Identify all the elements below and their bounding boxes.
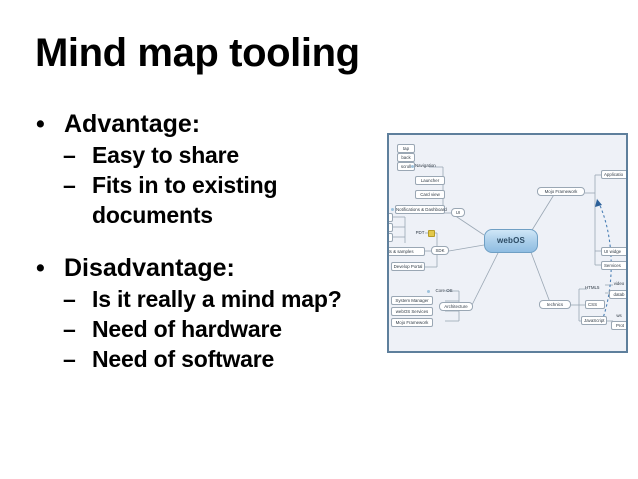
sub-bullet-label: Easy to share: [92, 142, 239, 168]
mindmap-node-sdk: SDK: [431, 246, 449, 255]
mindmap-node-prototype: Prot: [611, 321, 626, 330]
mindmap-canvas: webOS Mojo Framework UI SDK Architecture…: [389, 135, 626, 351]
sub-bullet-label: Fits in to existing documents: [92, 172, 278, 228]
bullet-dot-icon: [427, 290, 430, 293]
mindmap-node-launcher: Launcher: [415, 176, 445, 185]
mindmap-node-database: datab: [609, 290, 626, 299]
sub-bullet-is-it-really-a-mind-map: – Is it really a mind map?: [35, 284, 385, 314]
mindmap-node-html5: HTML5: [585, 285, 600, 290]
mindmap-node-architecture: Architecture: [439, 302, 473, 311]
note-badge-icon: [428, 230, 435, 237]
mindmap-node-system-manager: System Manager: [391, 296, 433, 305]
mindmap-node-notifications-dashboard: Notifications & Dashboard: [395, 205, 447, 214]
bullet-marker-icon: •: [36, 110, 45, 138]
dashed-link-arrow: [595, 198, 612, 322]
page-title: Mind map tooling: [35, 31, 360, 75]
mindmap-node-technics: technics: [539, 300, 571, 309]
mindmap-node-card-view: Card view: [415, 190, 445, 199]
mindmap-node-webos-services: webOS Services: [391, 307, 433, 316]
sub-bullet-label: Need of software: [92, 346, 275, 372]
dash-marker-icon: –: [63, 316, 76, 342]
mindmap-node-develop-portal: Develop Portal: [391, 262, 425, 271]
bullet-dot-icon: [411, 165, 414, 168]
mindmap-node-sdk-extra-2: [389, 223, 393, 232]
bullet-advantage: • Advantage:: [35, 108, 385, 140]
mindmap-node-video: video: [613, 281, 625, 286]
sub-bullet-need-of-hardware: – Need of hardware: [35, 314, 385, 344]
dash-marker-icon: –: [63, 142, 76, 168]
mindmap-node-pdt: PDT: [415, 230, 425, 235]
bullet-group-advantage: • Advantage: – Easy to share – Fits in t…: [35, 108, 385, 230]
mindmap-node-navigation: Navigation: [415, 163, 436, 168]
mindmap-node-sdk-extra-3: [389, 233, 393, 242]
mindmap-node-tap: tap: [397, 144, 415, 153]
bullet-dot-icon: [391, 208, 394, 211]
mindmap-node-technics-extra: ws: [616, 313, 622, 318]
sub-bullet-need-of-software: – Need of software: [35, 344, 385, 374]
mindmap-node-ui-widgets: UI widge: [601, 247, 626, 256]
sub-bullet-label: Need of hardware: [92, 316, 282, 342]
bullet-list: • Advantage: – Easy to share – Fits in t…: [35, 108, 385, 374]
mindmap-node-documents-samples: nts & samples: [389, 247, 425, 256]
mindmap-node-applications: Applicatio: [601, 170, 626, 179]
mindmap-node-webos: webOS: [484, 229, 538, 253]
mindmap-node-ui: UI: [451, 208, 465, 217]
mindmap-node-mojo-framework: Mojo Framework: [537, 187, 585, 196]
sub-bullet-label: Is it really a mind map?: [92, 286, 342, 312]
mindmap-node-css: CSS: [585, 300, 605, 309]
bullet-disadvantage-label: Disadvantage:: [64, 254, 235, 282]
dash-marker-icon: –: [63, 346, 76, 372]
bullet-marker-icon: •: [36, 254, 45, 282]
mindmap-node-services: Services: [601, 261, 626, 270]
bullet-group-disadvantage: • Disadvantage: – Is it really a mind ma…: [35, 252, 385, 374]
bullet-advantage-label: Advantage:: [64, 110, 201, 138]
mindmap-node-core-os: Core OS: [435, 288, 453, 293]
mindmap-node-sdk-extra-1: [389, 213, 393, 222]
sub-bullet-fits-in-documents: – Fits in to existing documents: [35, 170, 385, 230]
mindmap-node-mojo-framework-arch: Mojo Framework: [391, 318, 433, 327]
mindmap-node-javascript: JavaScript: [581, 316, 607, 325]
bullet-disadvantage: • Disadvantage:: [35, 252, 385, 284]
mindmap-screenshot: webOS Mojo Framework UI SDK Architecture…: [387, 133, 628, 353]
dash-marker-icon: –: [63, 286, 76, 312]
sub-bullet-easy-to-share: – Easy to share: [35, 140, 385, 170]
dash-marker-icon: –: [63, 172, 76, 198]
mindmap-node-back: back: [397, 153, 415, 162]
mindmap-node-scroll: scroll: [397, 162, 415, 171]
